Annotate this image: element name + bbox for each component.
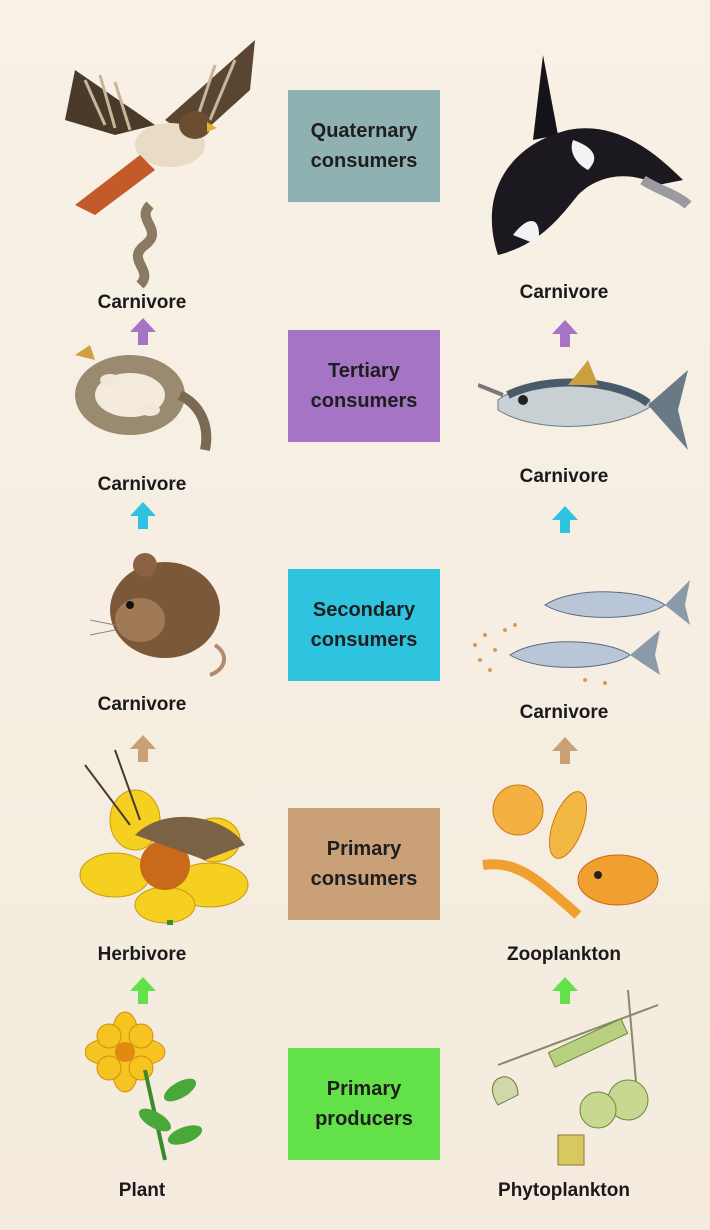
sea-tertiary-label: Carnivore xyxy=(464,466,664,488)
land-tertiary-label: Carnivore xyxy=(42,474,242,496)
sea-quaternary-label: Carnivore xyxy=(464,282,664,304)
orca-illustration xyxy=(478,45,693,265)
land-quaternary-label: Carnivore xyxy=(42,292,242,314)
mouse-illustration xyxy=(85,535,235,685)
secondary-consumers-box: Secondary consumers xyxy=(288,569,440,681)
primary-producers-box: Primary producers xyxy=(288,1048,440,1160)
sea-producer-label: Phytoplankton xyxy=(464,1180,664,1202)
primary-consumers-box: Primary consumers xyxy=(288,808,440,920)
sea-primary-label: Zooplankton xyxy=(464,944,664,966)
herring-illustration xyxy=(465,565,695,695)
grasshopper-on-flower-illustration xyxy=(75,745,255,925)
land-primary-label: Herbivore xyxy=(42,944,242,966)
tertiary-consumers-box: Tertiary consumers xyxy=(288,330,440,442)
arrow-up-cyan-sea xyxy=(551,504,579,534)
phytoplankton-illustration xyxy=(478,985,678,1170)
tuna-illustration xyxy=(478,355,693,465)
arrow-up-tan-sea xyxy=(551,735,579,765)
sea-secondary-label: Carnivore xyxy=(464,702,664,724)
quaternary-consumers-box: Quaternary consumers xyxy=(288,90,440,202)
arrow-up-purple-sea xyxy=(551,318,579,348)
hawk-illustration xyxy=(55,30,265,290)
plant-illustration xyxy=(85,1010,215,1170)
arrow-up-green-land xyxy=(129,975,157,1005)
zooplankton-illustration xyxy=(478,775,678,925)
land-secondary-label: Carnivore xyxy=(42,694,242,716)
arrow-up-cyan-land xyxy=(129,500,157,530)
rattlesnake-illustration xyxy=(70,335,230,465)
land-producer-label: Plant xyxy=(42,1180,242,1202)
